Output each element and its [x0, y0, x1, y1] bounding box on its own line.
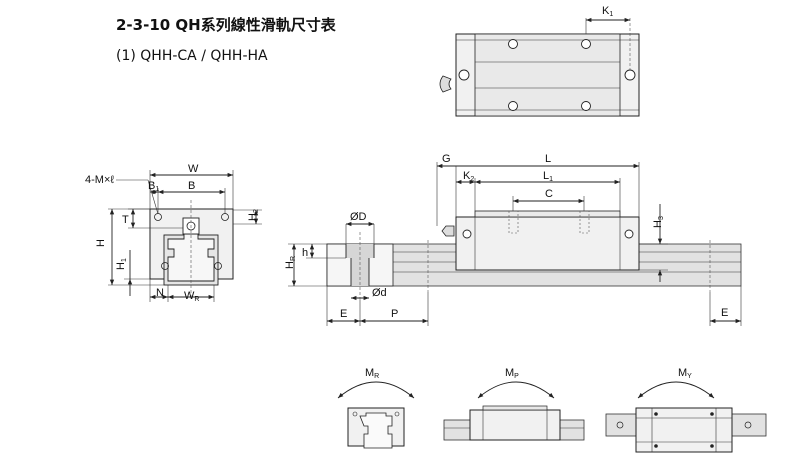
dim-h: H	[95, 239, 107, 247]
side-view	[288, 162, 742, 326]
dim-l1: L1	[543, 170, 553, 183]
moment-my-diagram	[605, 381, 767, 453]
dim-b1: B1	[148, 180, 159, 193]
dim-h2: H2	[247, 209, 260, 221]
dim-w: W	[188, 163, 199, 175]
dim-od: ØD	[350, 211, 367, 223]
dim-b: B	[188, 180, 195, 192]
dim-l: L	[545, 153, 551, 165]
dim-c: C	[545, 188, 553, 200]
dim-4-m-l: 4-M×ℓ	[85, 174, 114, 186]
dim-h1: H1	[115, 258, 128, 270]
dim-p: P	[391, 308, 398, 320]
dim-h3: H3	[652, 216, 665, 228]
dim-e-right: E	[721, 307, 728, 319]
dim-g: G	[442, 153, 451, 165]
moment-mp-diagram	[443, 381, 585, 441]
moment-mp-label: MP	[505, 367, 519, 380]
dim-wr: WR	[184, 290, 199, 303]
model-subtitle: (1) QHH-CA / QHH-HA	[116, 48, 268, 64]
dim-n: N	[156, 287, 164, 299]
end-view	[108, 170, 262, 302]
top-view	[439, 17, 640, 117]
dim-e-left: E	[340, 308, 347, 320]
dim-h-small: h	[302, 247, 308, 259]
page-title: 2-3-10 QH系列線性滑軌尺寸表	[116, 16, 336, 34]
dim-k2: K2	[463, 170, 474, 183]
dim-k1: K1	[602, 5, 613, 18]
moment-mr-label: MR	[365, 367, 379, 380]
dim-hr: HR	[284, 256, 297, 269]
moment-mr-diagram	[337, 381, 415, 449]
moment-my-label: MY	[678, 367, 692, 380]
dim-d: Ød	[372, 287, 387, 299]
dim-t: T	[122, 214, 129, 226]
